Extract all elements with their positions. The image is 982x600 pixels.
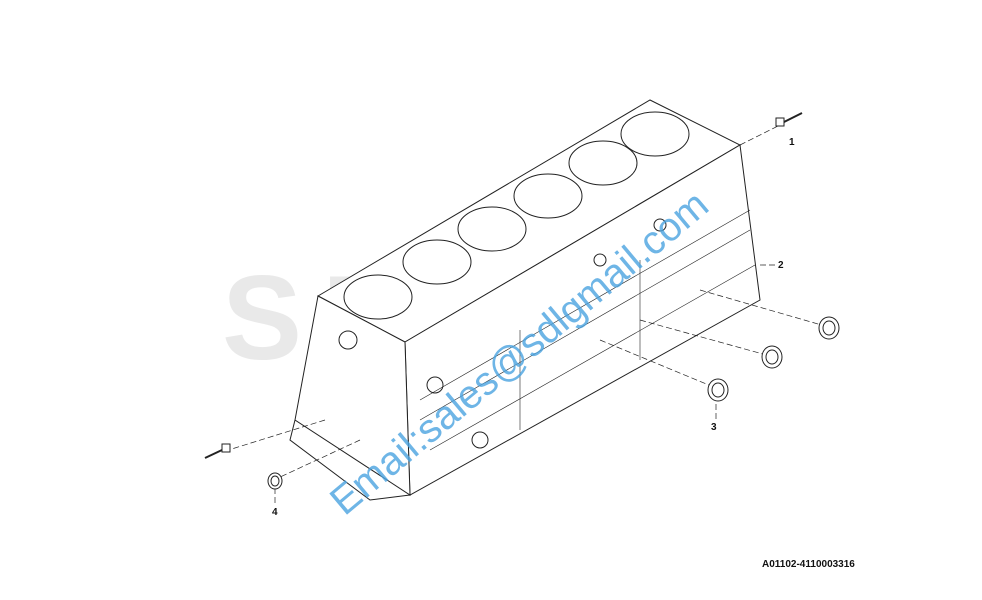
cylinder-bores xyxy=(343,111,690,320)
plug-part-4 xyxy=(267,472,283,490)
callout-1: 1 xyxy=(789,137,795,148)
callout-2: 2 xyxy=(778,260,784,271)
callout-3: 3 xyxy=(711,422,717,433)
callout-4: 4 xyxy=(272,507,278,518)
bolt-left xyxy=(204,443,231,459)
drawing-id: A01102-4110003316 xyxy=(762,559,855,570)
engine-block xyxy=(289,99,761,501)
leader-lines xyxy=(221,123,826,505)
plugs-part-3 xyxy=(707,316,840,402)
bolt-part-1 xyxy=(775,112,803,127)
